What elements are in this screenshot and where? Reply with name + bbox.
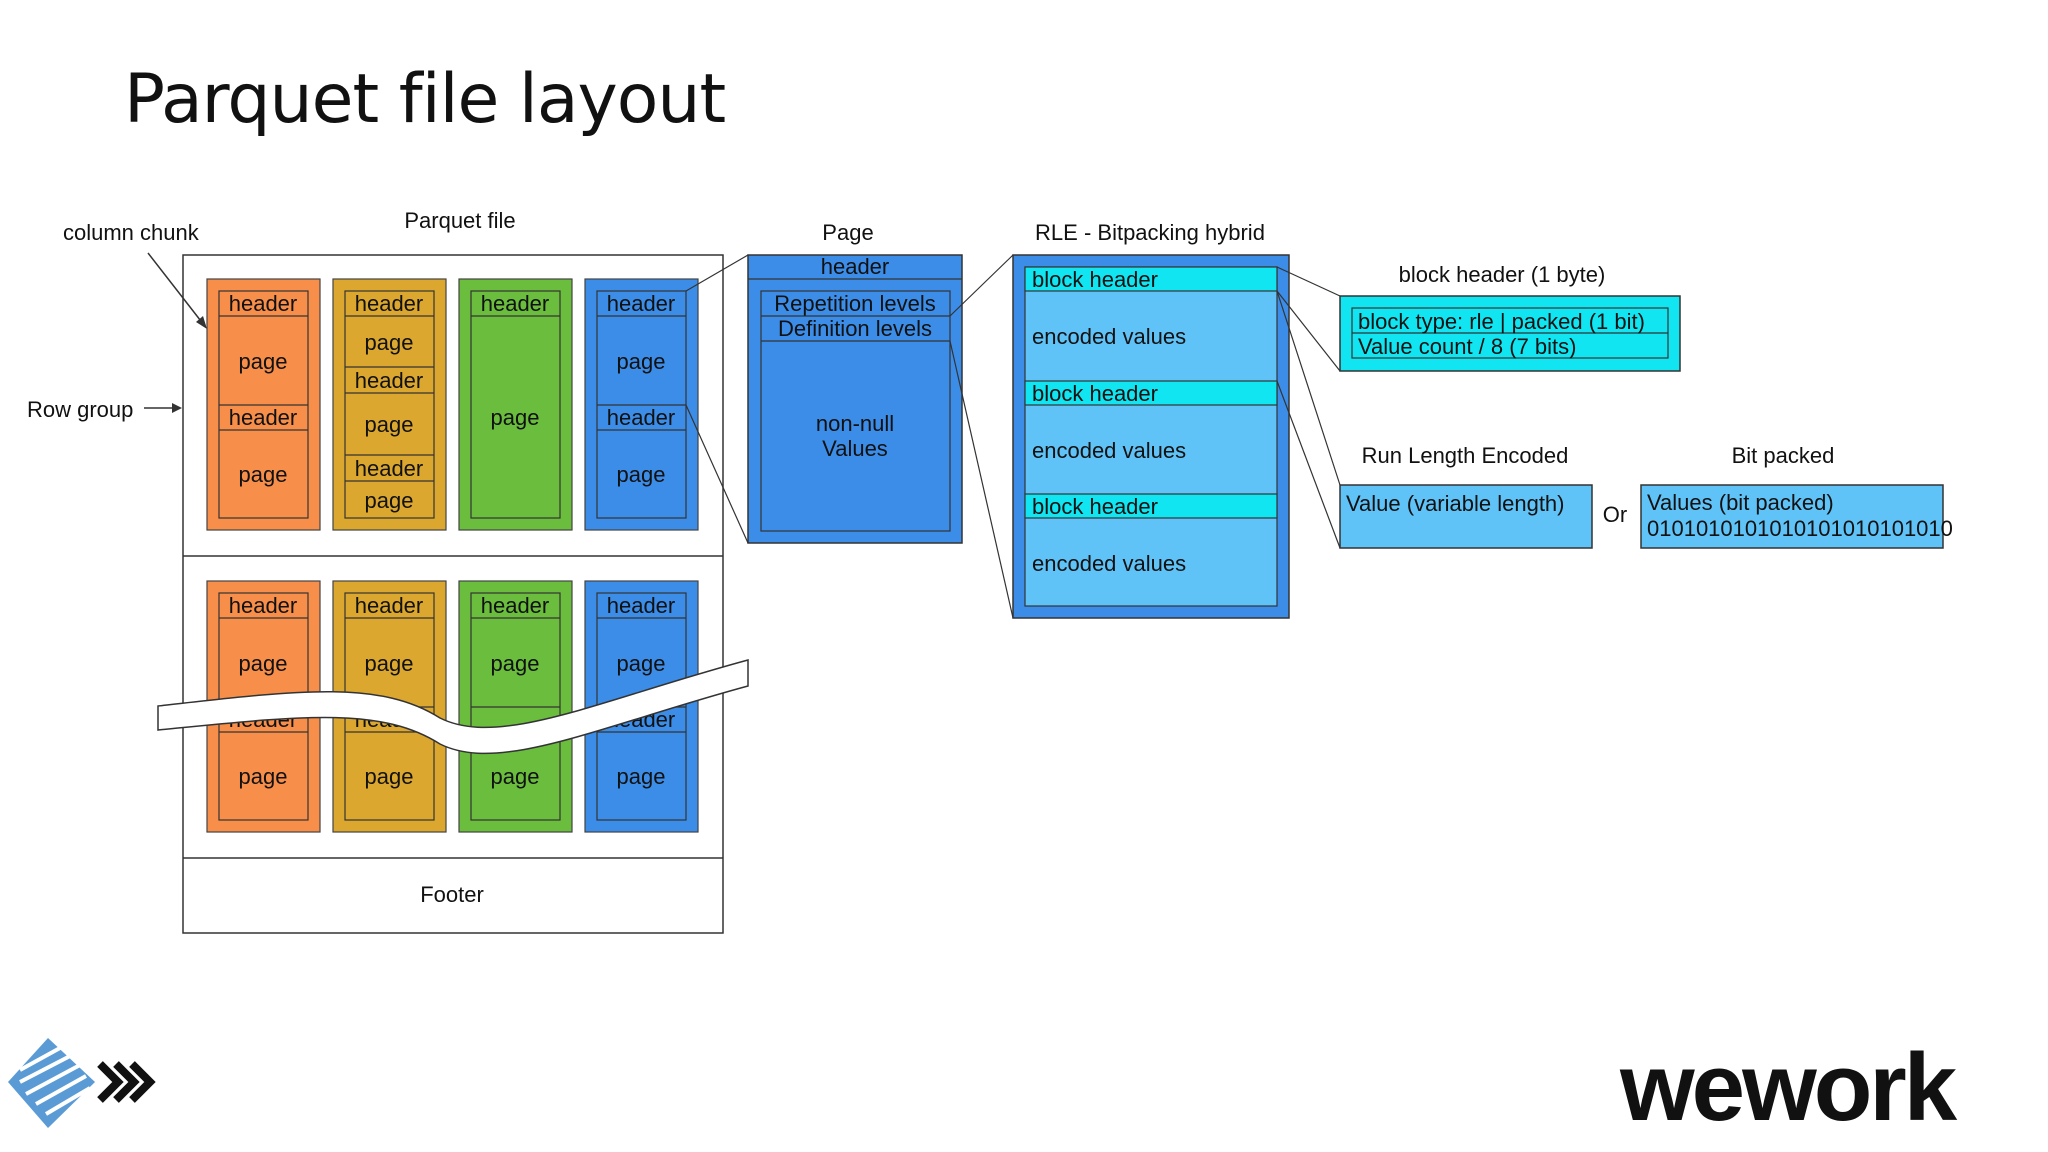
chunk-header-label: header bbox=[607, 405, 676, 430]
non-null-values-line1: non-null bbox=[816, 411, 894, 436]
chunk-page-box bbox=[470, 290, 561, 519]
column-chunk-arrowhead bbox=[196, 316, 207, 329]
or-label: Or bbox=[1603, 502, 1627, 527]
encoded-values-label: encoded values bbox=[1032, 438, 1186, 463]
bit-packed-line1: Values (bit packed) bbox=[1647, 490, 1834, 515]
chunk-header-label: header bbox=[481, 291, 550, 316]
page-detail-title: Page bbox=[822, 220, 873, 245]
chunk-page-label: page bbox=[239, 349, 288, 374]
chunk-page-label: page bbox=[365, 651, 414, 676]
column-chunk-label: column chunk bbox=[63, 220, 200, 245]
block-header-label: block header bbox=[1032, 381, 1158, 406]
repetition-levels-label: Repetition levels bbox=[774, 291, 935, 316]
row-group-label: Row group bbox=[27, 397, 133, 422]
chunk-page-label: page bbox=[239, 651, 288, 676]
footer-label: Footer bbox=[420, 882, 484, 907]
page-detail-header: header bbox=[821, 254, 890, 279]
encoded-values-label: encoded values bbox=[1032, 324, 1186, 349]
chunk-page-label: page bbox=[491, 764, 540, 789]
zoom-line bbox=[1276, 266, 1341, 297]
chevron-logo bbox=[8, 1038, 156, 1128]
chunk-page-label: page bbox=[365, 412, 414, 437]
zoom-line bbox=[685, 404, 749, 544]
break-ribbon bbox=[157, 659, 749, 755]
chunk-header-label: header bbox=[229, 405, 298, 430]
bit-packed-title: Bit packed bbox=[1732, 443, 1835, 468]
chunk-page-label: page bbox=[239, 462, 288, 487]
chunk-page-label: page bbox=[617, 764, 666, 789]
chunk-page-label: page bbox=[491, 405, 540, 430]
encoded-values-label: encoded values bbox=[1032, 551, 1186, 576]
zoom-line bbox=[1276, 290, 1341, 486]
page-detail-box bbox=[747, 254, 963, 544]
chunk-header-label: header bbox=[355, 593, 424, 618]
zoom-line bbox=[1276, 380, 1341, 549]
parquet-file-label: Parquet file bbox=[404, 208, 515, 233]
bit-packed-box bbox=[1640, 484, 1944, 549]
block-header-row bbox=[1024, 266, 1278, 292]
chunk-page-label: page bbox=[617, 349, 666, 374]
block-header-label: block header bbox=[1032, 267, 1158, 292]
block-header-row bbox=[1024, 380, 1278, 406]
run-length-encoded-title: Run Length Encoded bbox=[1362, 443, 1569, 468]
chunk-header-label: header bbox=[481, 593, 550, 618]
zoom-line bbox=[685, 254, 749, 292]
block-header-label: block header bbox=[1032, 494, 1158, 519]
column-chunk-green bbox=[458, 278, 573, 531]
block-header-detail-title: block header (1 byte) bbox=[1399, 262, 1606, 287]
chunk-page-label: page bbox=[617, 462, 666, 487]
zoom-line bbox=[1276, 290, 1341, 372]
column-chunk-arrow bbox=[147, 252, 205, 326]
rle-inner-box bbox=[1024, 266, 1278, 607]
chunk-header-label: header bbox=[355, 368, 424, 393]
chunk-page-label: page bbox=[491, 651, 540, 676]
column-chunk-yellow bbox=[332, 278, 447, 531]
chunk-header-label: header bbox=[355, 456, 424, 481]
chunk-page-label: page bbox=[365, 764, 414, 789]
page-detail-inner-box bbox=[760, 290, 951, 532]
chunk-page-label: page bbox=[239, 764, 288, 789]
chunk-page-label: page bbox=[617, 651, 666, 676]
chunk-header-label: header bbox=[607, 593, 676, 618]
bit-packed-line2: 0101010101010101010101010 bbox=[1647, 516, 1953, 541]
row-group-arrowhead bbox=[172, 403, 182, 413]
chunk-header-label: header bbox=[355, 291, 424, 316]
chunk-page-label: page bbox=[365, 488, 414, 513]
value-count-label: Value count / 8 (7 bits) bbox=[1358, 334, 1577, 359]
chunk-header-label: header bbox=[229, 593, 298, 618]
zoom-line bbox=[949, 340, 1014, 619]
rle-value-label: Value (variable length) bbox=[1346, 491, 1565, 516]
chunk-header-label: header bbox=[607, 291, 676, 316]
zoom-line bbox=[949, 254, 1014, 317]
rle-title: RLE - Bitpacking hybrid bbox=[1035, 220, 1265, 245]
chunk-page-box bbox=[344, 290, 435, 519]
rle-value-box bbox=[1339, 484, 1593, 549]
chunk-page-label: page bbox=[365, 330, 414, 355]
slide-title: Parquet file layout bbox=[124, 60, 726, 139]
non-null-values-line2: Values bbox=[822, 436, 888, 461]
wework-logo: wework bbox=[1619, 1034, 1958, 1141]
block-type-label: block type: rle | packed (1 bit) bbox=[1358, 309, 1645, 334]
block-header-row bbox=[1024, 493, 1278, 519]
definition-levels-label: Definition levels bbox=[778, 316, 932, 341]
chunk-header-label: header bbox=[229, 291, 298, 316]
